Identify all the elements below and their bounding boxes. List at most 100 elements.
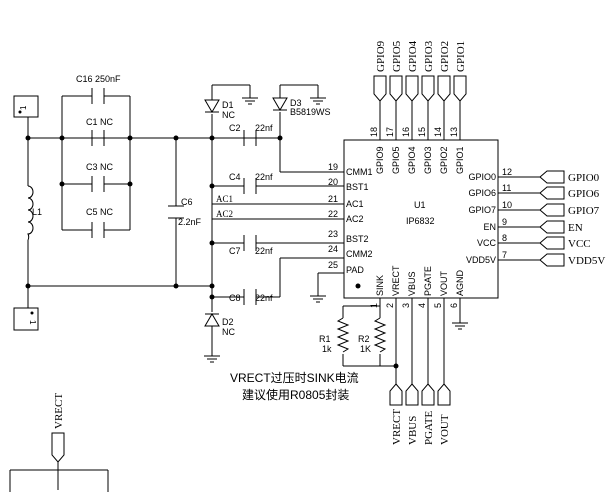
svg-text:SINK: SINK [375, 275, 385, 296]
resistor-r1: R1 1k [319, 317, 350, 354]
svg-text:EN: EN [568, 222, 583, 234]
svg-text:1: 1 [19, 105, 28, 110]
svg-text:VCC: VCC [477, 238, 497, 248]
svg-text:BST1: BST1 [346, 182, 369, 192]
svg-text:7: 7 [502, 250, 507, 260]
svg-text:BST2: BST2 [346, 234, 369, 244]
svg-text:PAD: PAD [346, 265, 364, 275]
svg-text:D2: D2 [222, 317, 234, 327]
svg-text:1k: 1k [322, 344, 332, 354]
svg-text:VDD5V: VDD5V [466, 255, 496, 265]
svg-text:8: 8 [502, 233, 507, 243]
svg-text:VBUS: VBUS [407, 416, 419, 445]
connector-bottom: 1 [13, 307, 39, 331]
svg-text:AGND: AGND [455, 269, 465, 296]
svg-text:24: 24 [328, 244, 338, 254]
c2-ref: C2 [229, 123, 241, 133]
c6-ref: C6 [181, 197, 193, 207]
c1-label: C1 NC [86, 117, 114, 127]
c8-value: 22nf [255, 293, 273, 303]
svg-text:GPIO3: GPIO3 [423, 40, 435, 72]
svg-text:GPIO0: GPIO0 [468, 172, 496, 182]
svg-text:GPIO9: GPIO9 [375, 40, 387, 72]
c6-value: 2.2nF [178, 217, 202, 227]
svg-text:16: 16 [401, 127, 411, 137]
note-line-1: VRECT过压时SINK电流 [230, 371, 359, 385]
svg-text:GPIO5: GPIO5 [391, 40, 403, 72]
c2-value: 22nf [255, 123, 273, 133]
pins-bottom: SINK 1 VRECT 2 VBUS 3 PGATE 4 VOUT 5 AGN… [369, 265, 465, 308]
svg-text:18: 18 [369, 127, 379, 137]
svg-text:21: 21 [328, 194, 338, 204]
svg-text:9: 9 [502, 217, 507, 227]
net-ac1: AC1 [216, 194, 233, 204]
chip-ref: U1 [414, 200, 426, 210]
wires [9, 84, 540, 492]
diode-d1: D1 NC [204, 99, 235, 120]
c7-value: 22nf [255, 246, 273, 256]
svg-text:19: 19 [328, 162, 338, 172]
svg-text:6: 6 [449, 303, 459, 308]
chip-part: IP6832 [406, 216, 435, 226]
pins-top: GPIO9 18 GPIO5 17 GPIO4 16 GPIO3 15 GPIO… [369, 127, 465, 174]
svg-text:GPIO6: GPIO6 [568, 188, 600, 200]
svg-text:3: 3 [401, 303, 411, 308]
diode-d2: D2 NC [204, 313, 235, 337]
svg-text:GPIO9: GPIO9 [375, 146, 385, 174]
svg-text:25: 25 [328, 260, 338, 270]
svg-text:GPIO2: GPIO2 [439, 146, 449, 174]
svg-text:GPIO0: GPIO0 [568, 172, 600, 184]
svg-text:2: 2 [385, 303, 395, 308]
svg-text:15: 15 [417, 127, 427, 137]
svg-text:13: 13 [449, 127, 459, 137]
svg-text:NC: NC [222, 110, 235, 120]
svg-text:1: 1 [369, 303, 379, 308]
svg-text:CMM1: CMM1 [346, 167, 373, 177]
inductor-l1: L1 [27, 185, 42, 241]
svg-text:14: 14 [433, 127, 443, 137]
svg-text:D1: D1 [222, 100, 234, 110]
svg-text:12: 12 [502, 167, 512, 177]
svg-text:VRECT: VRECT [391, 265, 401, 296]
svg-text:GPIO2: GPIO2 [439, 41, 451, 72]
svg-text:GPIO1: GPIO1 [455, 146, 465, 174]
c4-value: 22nf [255, 172, 273, 182]
svg-text:GPIO7: GPIO7 [468, 205, 496, 215]
svg-text:VRECT: VRECT [391, 409, 403, 445]
svg-text:AC2: AC2 [346, 214, 364, 224]
svg-text:10: 10 [502, 200, 512, 210]
svg-text:AC1: AC1 [346, 199, 364, 209]
svg-text:1: 1 [28, 320, 37, 325]
junctions [25, 135, 399, 369]
net-ac2: AC2 [216, 209, 233, 219]
svg-text:5: 5 [433, 303, 443, 308]
svg-text:11: 11 [502, 183, 511, 193]
svg-text:VOUT: VOUT [439, 414, 451, 445]
c4-ref: C4 [229, 172, 241, 182]
diode-d3: D3 B5819WS [272, 97, 331, 117]
ground-symbols [204, 97, 468, 363]
c5-label: C5 NC [86, 207, 114, 217]
svg-text:17: 17 [385, 127, 395, 137]
pins-left: CMM1 19 BST1 20 AC1 21 AC2 22 BST2 23 CM… [328, 162, 373, 275]
svg-text:EN: EN [483, 222, 496, 232]
svg-text:GPIO1: GPIO1 [455, 41, 467, 72]
c16-label: C16 250nF [76, 74, 121, 84]
svg-text:R1: R1 [319, 334, 331, 344]
svg-text:R2: R2 [358, 334, 370, 344]
svg-text:GPIO5: GPIO5 [391, 146, 401, 174]
svg-text:20: 20 [328, 177, 338, 187]
note-line-2: 建议使用R0805封装 [242, 387, 349, 402]
svg-text:VCC: VCC [568, 238, 591, 250]
svg-text:D3: D3 [290, 98, 302, 108]
svg-text:PGATE: PGATE [423, 266, 433, 296]
svg-text:PGATE: PGATE [423, 410, 435, 445]
capacitor-plates [91, 88, 257, 305]
svg-text:1K: 1K [360, 344, 371, 354]
svg-text:GPIO3: GPIO3 [423, 146, 433, 174]
l1-label: L1 [32, 207, 42, 217]
ports-right: GPIO0 GPIO6 GPIO7 EN VCC VDD5V [539, 170, 605, 267]
svg-text:VOUT: VOUT [439, 270, 449, 296]
